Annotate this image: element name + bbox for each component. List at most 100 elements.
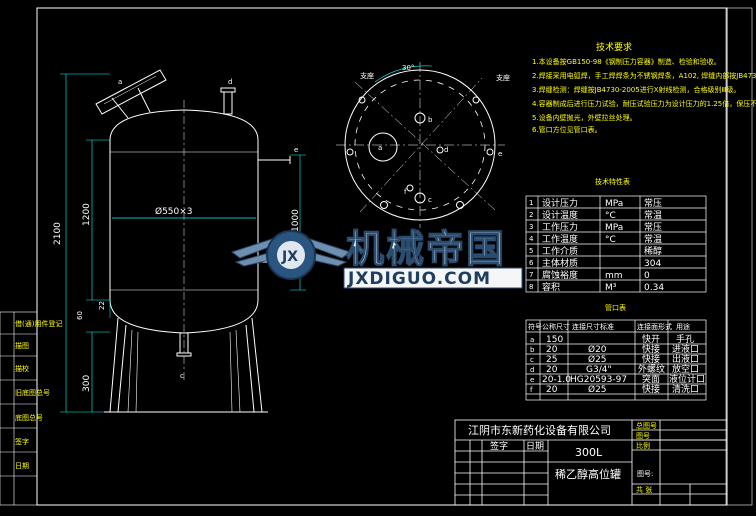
nozzle-label-a: a: [118, 78, 122, 86]
tech-req-line: 3.焊缝检测：焊缝按JB4730-2005进行X射线检测，合格级别Ⅲ级。: [532, 85, 740, 94]
tech-req-line: 1.本设备按GB150-98《钢制压力容器》制造、检验和验收。: [532, 57, 721, 66]
dim-1000: 1000: [291, 209, 301, 232]
spec-name: 工作压力: [542, 221, 578, 233]
plan-side-right: 支座: [496, 73, 510, 82]
spec-value: 常温: [644, 209, 662, 221]
date-label: 日期: [526, 441, 544, 452]
nozzle-std: HG20593-97: [570, 375, 627, 385]
nozzle-label-d: d: [228, 78, 232, 86]
spec-no: 7: [529, 271, 533, 279]
nozzle-header: 公称尺寸: [542, 322, 570, 331]
nozzle-face: 快开: [642, 333, 660, 345]
spec-name: 腐蚀裕度: [542, 269, 578, 281]
nozzle-std: Ø25: [588, 354, 607, 365]
plan-angle-label: 30°: [402, 64, 414, 72]
plan-mark-c: c: [428, 196, 432, 204]
spec-value: 稀醇: [644, 245, 662, 257]
drawing-name: 稀乙醇高位罐: [555, 467, 621, 481]
nozzle-table-title: 管口表: [605, 303, 626, 312]
nozzle-header: 连接尺寸标准: [572, 322, 614, 331]
tb-right-label: 比例: [636, 441, 650, 450]
tb-right-label: 图号: [636, 432, 650, 440]
sign-label: 签字: [490, 440, 508, 452]
nozzle-sym: f: [530, 386, 533, 394]
spec-name: 工作温度: [542, 233, 578, 245]
tb-right-label: 总图号: [636, 421, 657, 430]
plan-mark-a: a: [378, 144, 382, 152]
spec-value: 0.34: [644, 283, 664, 293]
spec-value: 常压: [644, 197, 662, 209]
tech-req-line: 2.焊接采用电弧焊，手工焊焊条为不锈钢焊条，A102, 焊缝内部按JB4730-…: [532, 71, 756, 80]
title-block: [454, 419, 728, 506]
company-name: 江阴市东新药化设备有限公司: [468, 423, 611, 437]
spec-no: 4: [529, 235, 534, 243]
tech-req-line: 5.设备内壁抛光，外壁拉丝处理。: [532, 113, 637, 122]
spec-table-title: 技术特性表: [595, 177, 630, 186]
nozzle-std: Ø25: [588, 384, 607, 395]
left-strip: 借(通)用件登记 描图 描校 旧底图总号 底图总号 签字 日期: [0, 311, 62, 506]
spec-unit: mm: [605, 271, 623, 281]
spec-unit: MPa: [605, 223, 623, 233]
strip-label-date: 日期: [15, 462, 29, 470]
nozzle-face: 快接: [642, 353, 660, 365]
dim-leg-height: 300: [82, 375, 92, 392]
nozzle-face: 外螺纹: [638, 363, 665, 375]
spec-unit: MPa: [605, 199, 623, 209]
nozzle-use: 手孔: [676, 333, 694, 345]
tech-req-line: 4.容器制成后进行压力试验，耐压试验压力为设计压力的1.25倍，保压不少于30m…: [532, 99, 756, 108]
drawing-frame: [36, 7, 728, 506]
nozzle-label-c: c: [180, 372, 184, 380]
spec-name: 设计压力: [542, 197, 578, 209]
nozzle-sym: c: [530, 356, 534, 364]
dim-total-height: 2100: [53, 222, 63, 245]
plan-mark-b: b: [428, 116, 433, 124]
tb-right-label: 共 张: [636, 485, 652, 494]
spec-name: 设计温度: [542, 209, 578, 221]
plan-mark-e: e: [498, 150, 502, 158]
tech-req-line: 6.管口方位见管口表。: [532, 125, 602, 134]
spec-value: 304: [644, 259, 661, 269]
nozzle-use: 清洗口: [672, 383, 699, 395]
strip-label-base-no: 底图总号: [15, 413, 43, 422]
nozzle-use: 放空口: [672, 363, 699, 375]
nozzle-header: 用途: [676, 322, 690, 331]
spec-name: 工作介质: [542, 245, 578, 257]
nozzle-use: 进液口: [672, 343, 699, 355]
spec-name: 容积: [542, 281, 560, 293]
watermark-name-cn: 机械帝国: [346, 227, 506, 271]
nozzle-header: 连接面形式: [637, 322, 672, 331]
strip-label-borrowed: 借(通)用件登记: [15, 319, 62, 328]
outer-frame-right: [725, 7, 753, 506]
spec-unit: M³: [605, 283, 617, 293]
nozzle-label-e: e: [294, 146, 298, 154]
plan-side-left: 支座: [360, 71, 374, 80]
watermark-logo: JX 机械帝国 JXDIGUO.COM: [230, 226, 523, 289]
nozzle-sym: a: [530, 336, 534, 344]
nozzle-sym: d: [530, 366, 534, 374]
nozzle-size: 20: [546, 345, 558, 355]
spec-value: 常压: [644, 221, 662, 233]
spec-no: 3: [529, 223, 533, 231]
plan-view: [336, 62, 505, 228]
spec-name: 主体材质: [542, 257, 578, 269]
spec-table: [525, 195, 707, 293]
nozzle-table-cells: 符号 公称尺寸 连接尺寸标准 连接面形式 用途 a 150 快开 手孔 b 20…: [528, 322, 705, 395]
dim-diameter: Ø550×3: [155, 206, 193, 217]
spec-no: 2: [529, 211, 533, 219]
nozzle-face: 突面: [642, 373, 660, 385]
strip-label-sign: 签字: [15, 437, 29, 446]
nozzle-header: 符号: [528, 322, 542, 331]
nozzle-size: 20: [546, 385, 558, 395]
strip-label-old-base: 旧底图总号: [15, 388, 50, 397]
spec-unit: °C: [605, 235, 616, 245]
nozzle-face: 快接: [642, 383, 660, 395]
spec-value: 常温: [644, 233, 662, 245]
spec-no: 8: [529, 283, 533, 291]
strip-label-check: 描校: [15, 364, 29, 373]
spec-unit: °C: [605, 211, 616, 221]
nozzle-sym: e: [530, 376, 534, 384]
dim-22: 22: [98, 301, 106, 310]
nozzle-std: Ø20: [588, 344, 607, 355]
plan-mark-d: d: [444, 146, 448, 154]
nozzle-face: 快接: [642, 343, 660, 355]
